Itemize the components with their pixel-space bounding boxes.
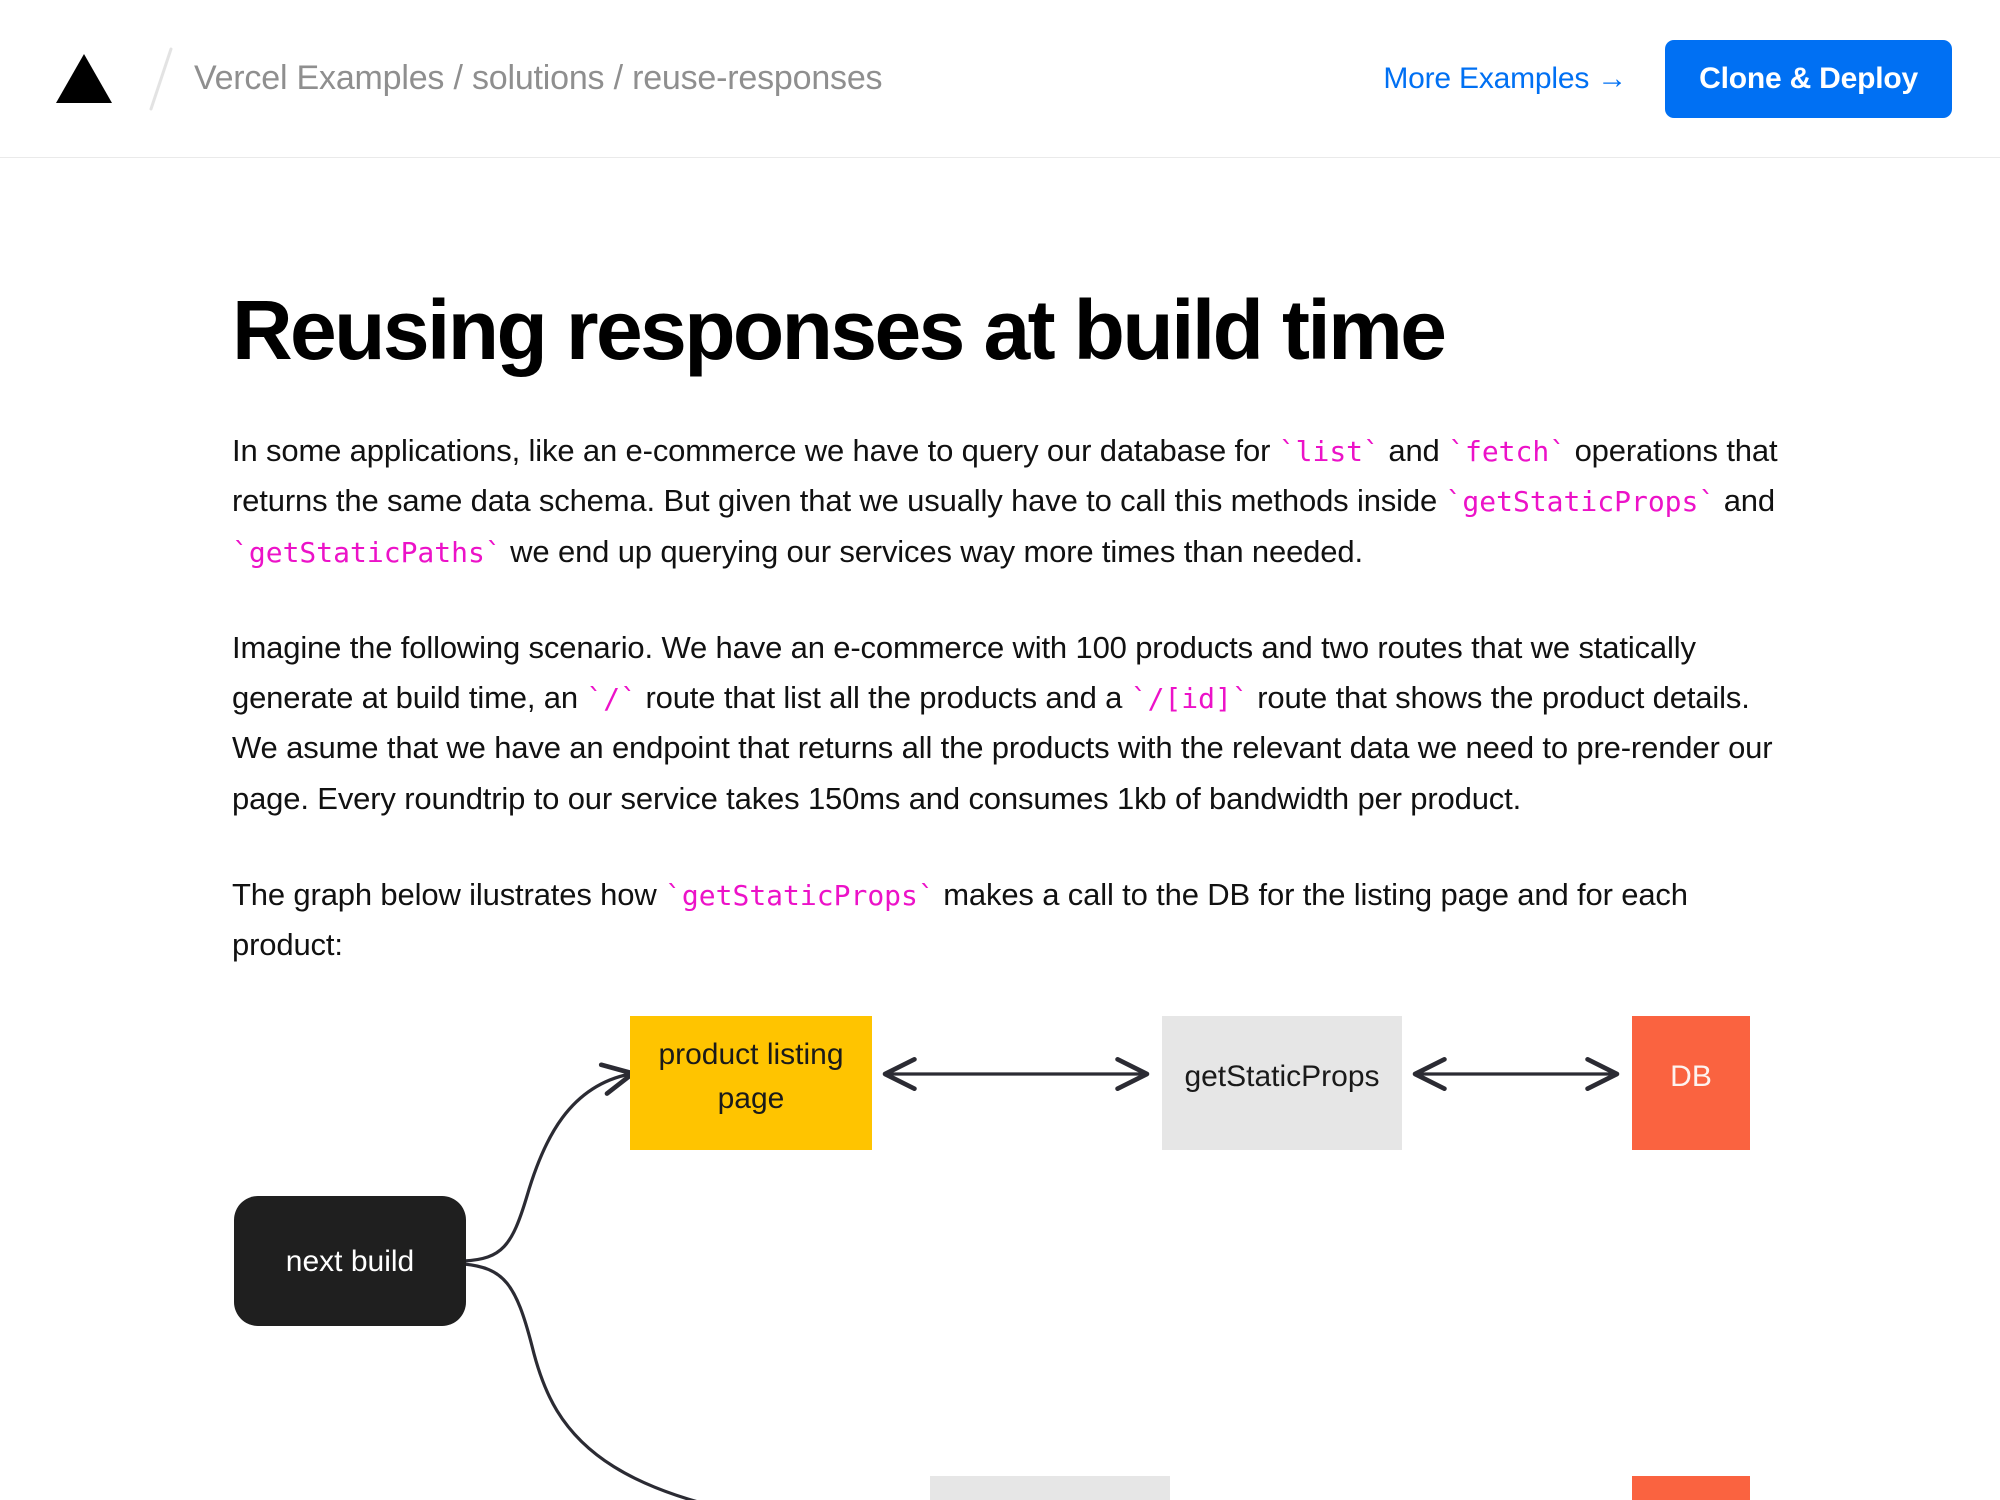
p1-code-getstaticprops: `getStaticProps` [1445, 485, 1716, 519]
p2-text-3: route that shows the product details. We… [232, 680, 1773, 816]
node-get-static-props[interactable]: getStaticProps [1162, 1016, 1402, 1151]
page-title: Reusing responses at build time [232, 283, 1447, 377]
node-listing-label-line2: page [718, 1082, 785, 1115]
node-db-bottom[interactable]: DB [1632, 1476, 1750, 1500]
node-db-top-label: DB [1670, 1060, 1712, 1093]
header-right-group: More Examples → Clone & Deploy [1383, 39, 1952, 118]
p2-code-root-route: `/` [586, 682, 637, 716]
p1-code-list: `list` [1278, 435, 1380, 469]
main-content: Reusing responses at build time In some … [0, 286, 2000, 1500]
slash-divider-icon [149, 47, 173, 110]
node-db-top[interactable]: DB [1632, 1016, 1750, 1151]
edge-next-build-to-paths [463, 1262, 697, 1500]
p3-code-getstaticprops: `getStaticProps` [665, 878, 935, 912]
node-next-build[interactable]: next build [234, 1196, 466, 1327]
paragraph-3: The graph below ilustrates how `getStati… [232, 870, 1792, 970]
breadcrumb[interactable]: Vercel Examples / solutions / reuse-resp… [194, 59, 883, 97]
p1-text-5: we end up querying our services way more… [501, 533, 1363, 569]
p1-text-2: and [1379, 433, 1449, 469]
node-get-static-props-label: getStaticProps [1184, 1060, 1379, 1093]
node-listing-label-line1: product listing [658, 1038, 843, 1071]
node-get-static-paths[interactable]: getStaticPaths [930, 1476, 1170, 1500]
p3-text-1: The graph below ilustrates how [232, 876, 666, 912]
p2-text-1: Imagine the following scenario. We have … [232, 629, 1696, 716]
more-examples-link[interactable]: More Examples → [1383, 61, 1628, 95]
paragraph-2: Imagine the following scenario. We have … [232, 623, 1792, 824]
vercel-triangle-logo[interactable] [56, 54, 112, 103]
p3-text-2: makes a call to the DB for the listing p… [232, 876, 1688, 962]
build-flow-diagram: next build product listing page getStati… [182, 1016, 1902, 1500]
node-next-build-label: next build [286, 1245, 414, 1278]
header-left-group: Vercel Examples / solutions / reuse-resp… [56, 43, 1383, 115]
p1-code-fetch: `fetch` [1448, 435, 1567, 469]
site-header: Vercel Examples / solutions / reuse-resp… [0, 0, 2000, 158]
paragraph-1: In some applications, like an e-commerce… [232, 426, 1792, 577]
diagram-svg: next build product listing page getStati… [234, 1016, 1750, 1500]
edge-next-build-to-listing [463, 1062, 636, 1263]
p1-text-1: In some applications, like an e-commerce… [232, 433, 1279, 469]
p1-text-3: operations that returns the same data sc… [232, 433, 1778, 519]
article-body: In some applications, like an e-commerce… [232, 426, 1792, 970]
p2-code-id-route: `/[id]` [1130, 682, 1249, 716]
node-product-listing-page[interactable]: product listing page [630, 1016, 872, 1151]
p1-text-4: and [1715, 483, 1775, 519]
p2-text-2: route that list all the products and a [636, 680, 1131, 716]
clone-and-deploy-button[interactable]: Clone & Deploy [1665, 39, 1952, 118]
p1-code-getstaticpaths: `getStaticPaths` [232, 535, 502, 569]
